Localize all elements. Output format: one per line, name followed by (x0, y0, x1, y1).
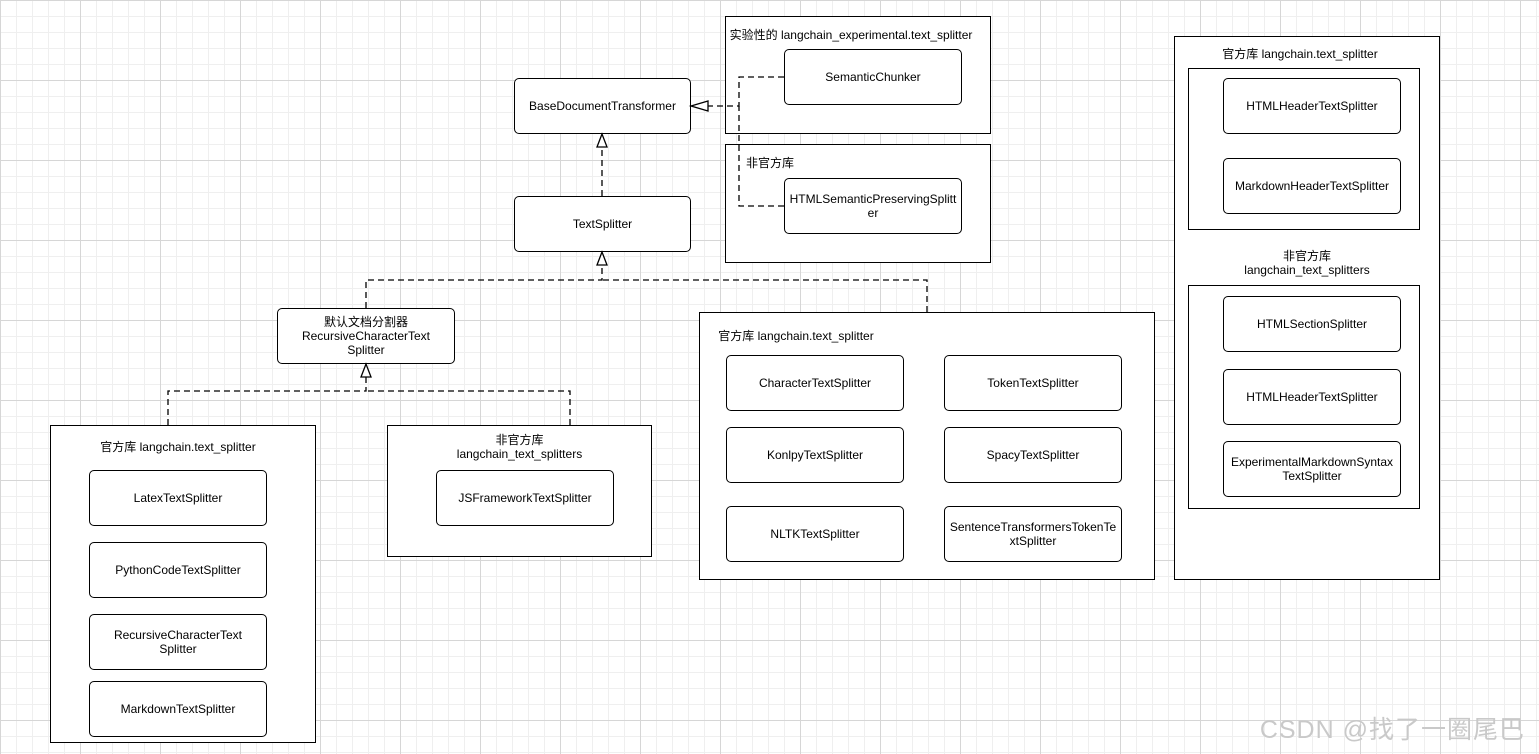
arrowhead-recursive-bottom (360, 362, 372, 378)
html-semantic-preserving-splitter-node: HTMLSemanticPreservingSplitter (784, 178, 962, 234)
character-text-splitter-node: CharacterTextSplitter (726, 355, 904, 411)
python-code-text-splitter-node: PythonCodeTextSplitter (89, 542, 267, 598)
right-html-section-splitter-node: HTMLSectionSplitter (1223, 296, 1401, 352)
markdown-text-splitter-node: MarkdownTextSplitter (89, 681, 267, 737)
arrowhead-base-bottom (596, 132, 608, 148)
konlpy-text-splitter-node: KonlpyTextSplitter (726, 427, 904, 483)
edge-official-middle-to-textsplitter (602, 279, 928, 312)
text-splitter-node: TextSplitter (514, 196, 691, 252)
recursive-default-splitter-node: 默认文档分割器 RecursiveCharacterText Splitter (277, 308, 455, 364)
watermark: CSDN @找了一圈尾巴 (1259, 716, 1525, 744)
right-markdown-header-text-splitter-node: MarkdownHeaderTextSplitter (1223, 158, 1401, 214)
right-experimental-markdown-syntax-text-splitter-node: ExperimentalMarkdownSyntaxTextSplitter (1223, 441, 1401, 497)
official-middle-container-title: 官方库 langchain.text_splitter (718, 329, 874, 343)
right-panel-official-title: 官方库 langchain.text_splitter (1222, 47, 1378, 61)
spacy-text-splitter-node: SpacyTextSplitter (944, 427, 1122, 483)
recursive-character-text-splitter-node: RecursiveCharacterText Splitter (89, 614, 267, 670)
sentence-transformers-token-text-splitter-node: SentenceTransformersTokenTextSplitter (944, 506, 1122, 562)
edge-unofficial-left-to-recursive (366, 390, 571, 425)
edge-official-left-to-recursive (167, 377, 367, 425)
token-text-splitter-node: TokenTextSplitter (944, 355, 1122, 411)
base-document-transformer-node: BaseDocumentTransformer (514, 78, 691, 134)
nltk-text-splitter-node: NLTKTextSplitter (726, 506, 904, 562)
semantic-chunker-node: SemanticChunker (784, 49, 962, 105)
arrowhead-textsplitter-bottom (596, 250, 608, 266)
arrowhead-base-right (688, 100, 709, 112)
unofficial-left-container-title: 非官方库 langchain_text_splitters (456, 433, 583, 461)
right-html-header-text-splitter-2-node: HTMLHeaderTextSplitter (1223, 369, 1401, 425)
experimental-container-title: 实验性的 langchain_experimental.text_splitte… (729, 28, 973, 42)
edge-recursive-default-to-textsplitter (365, 265, 603, 308)
right-panel-unofficial-title: 非官方库 langchain_text_splitters (1244, 249, 1370, 277)
official-left-container-title: 官方库 langchain.text_splitter (100, 440, 256, 454)
right-html-header-text-splitter-node: HTMLHeaderTextSplitter (1223, 78, 1401, 134)
unofficial-top-container-title: 非官方库 (745, 156, 794, 170)
js-framework-text-splitter-node: JSFrameworkTextSplitter (436, 470, 614, 526)
latex-text-splitter-node: LatexTextSplitter (89, 470, 267, 526)
